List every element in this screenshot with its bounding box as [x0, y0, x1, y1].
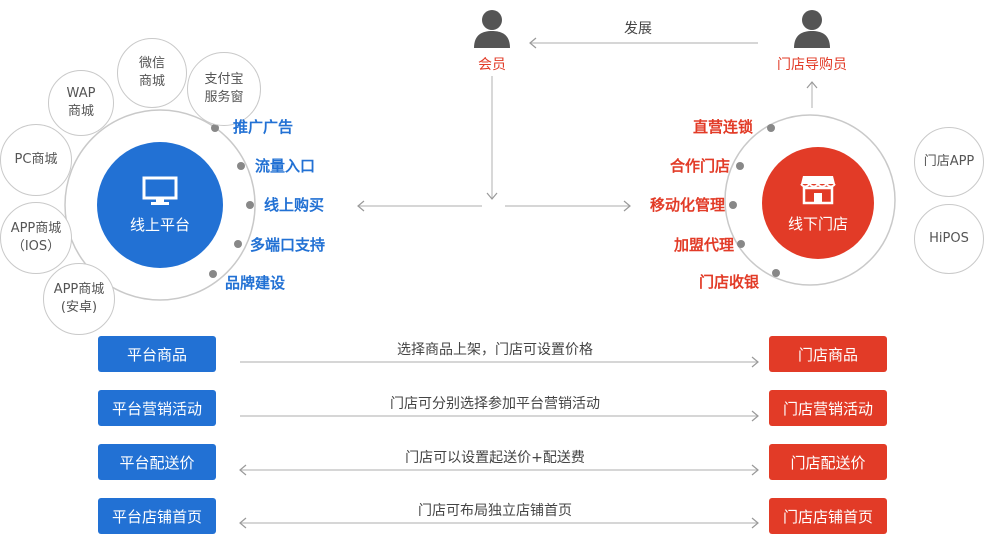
mapping-description: 门店可布局独立店铺首页	[418, 503, 572, 519]
offline-ring-dot	[737, 240, 745, 248]
channel-bubble-hipos: HiPOS	[914, 204, 984, 274]
mapping-description: 门店可分别选择参加平台营销活动	[390, 396, 600, 412]
offline-feature: 移动化管理	[649, 196, 725, 214]
online-ring	[64, 109, 256, 301]
to-online-arrowhead	[357, 200, 365, 212]
offline-store-hub: 线下门店	[762, 147, 874, 259]
channel-bubble-pc: PC商城	[0, 124, 72, 196]
mapping-arrowhead-right	[751, 410, 759, 422]
platform-item-box: 平台店铺首页	[98, 498, 216, 534]
offline-feature: 直营连锁	[692, 118, 753, 136]
online-platform-hub: 线上平台	[97, 142, 223, 268]
online-feature: 推广广告	[233, 118, 294, 136]
online-feature: 线上购买	[264, 196, 325, 214]
online-feature: 流量入口	[255, 157, 316, 175]
offline-ring-dot	[729, 201, 737, 209]
mapping-arrowhead-left	[239, 464, 247, 476]
relation-label: 发展	[624, 21, 652, 37]
mapping-arrowhead-right	[751, 356, 759, 368]
online-ring-dot	[209, 270, 217, 278]
member-label: 会员	[478, 57, 506, 73]
offline-ring-dot	[772, 269, 780, 277]
offline-ring-dot	[767, 124, 775, 132]
member-role: 会员	[462, 8, 522, 74]
person-icon	[794, 10, 830, 48]
online-hub-label: 线上平台	[129, 215, 190, 234]
online-ring-dot	[246, 201, 254, 209]
online-feature: 品牌建设	[225, 274, 286, 292]
guide-role: 门店导购员	[764, 8, 860, 74]
offline-hub-label: 线下门店	[787, 214, 848, 233]
store-icon	[800, 175, 836, 204]
store-item-box: 门店店铺首页	[769, 498, 887, 534]
online-ring-dot	[211, 124, 219, 132]
mapping-arrowhead-right	[751, 464, 759, 476]
channel-bubble-android: APP商城 (安卓)	[43, 263, 115, 335]
relation-arrowhead	[529, 37, 537, 49]
channel-bubble-wechat: 微信 商城	[117, 38, 187, 108]
mapping-description: 门店可以设置起送价+配送费	[405, 450, 585, 466]
person-icon	[474, 10, 510, 48]
store-item-box: 门店营销活动	[769, 390, 887, 426]
platform-item-box: 平台商品	[98, 336, 216, 372]
channel-bubble-store-app: 门店APP	[914, 127, 984, 197]
monitor-icon	[142, 176, 178, 205]
channel-bubble-ios: APP商城 （IOS）	[0, 202, 72, 274]
offline-feature: 合作门店	[669, 157, 730, 175]
guide-up-arrowhead	[806, 81, 818, 89]
offline-ring	[724, 114, 896, 286]
platform-item-box: 平台配送价	[98, 444, 216, 480]
online-ring-dot	[234, 240, 242, 248]
online-feature: 多端口支持	[250, 236, 326, 254]
store-item-box: 门店配送价	[769, 444, 887, 480]
store-item-box: 门店商品	[769, 336, 887, 372]
online-ring-dot	[237, 162, 245, 170]
offline-feature: 加盟代理	[673, 236, 734, 254]
platform-item-box: 平台营销活动	[98, 390, 216, 426]
mapping-description: 选择商品上架，门店可设置价格	[397, 342, 593, 358]
channel-bubble-wap: WAP 商城	[48, 70, 114, 136]
offline-feature: 门店收银	[698, 273, 759, 291]
guide-label: 门店导购员	[777, 57, 847, 73]
to-offline-arrowhead	[623, 200, 631, 212]
mapping-arrowhead-left	[239, 517, 247, 529]
channel-bubble-alipay: 支付宝 服务窗	[187, 52, 261, 126]
offline-ring-dot	[736, 162, 744, 170]
mapping-arrowhead-right	[751, 517, 759, 529]
member-down-arrowhead	[486, 192, 498, 200]
